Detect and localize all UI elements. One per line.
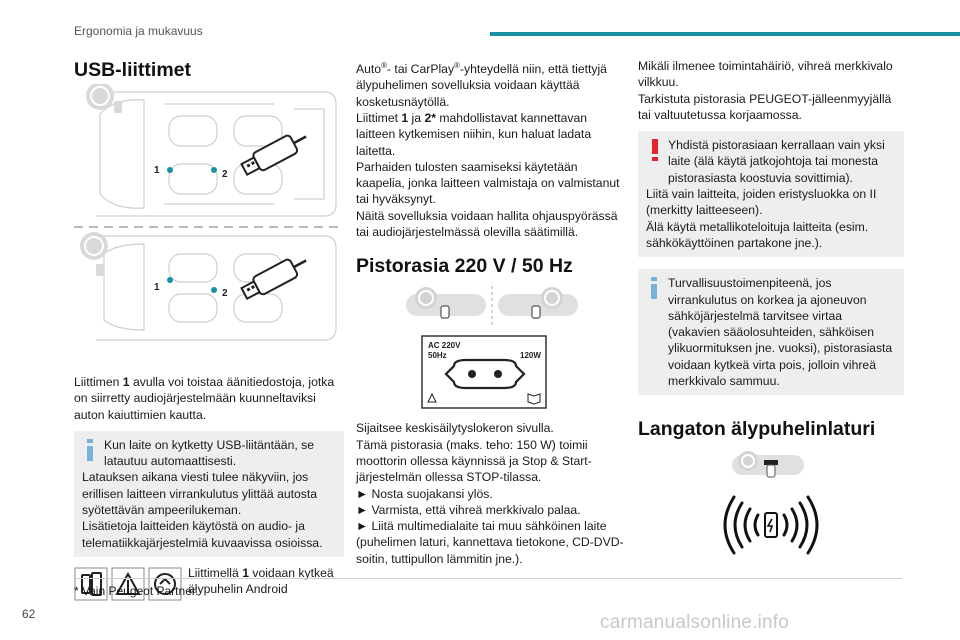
- wireless-charger-location: [732, 451, 804, 478]
- usb-location-diagram-1: 1 2: [86, 84, 337, 217]
- connector-text: Liittimellä 1 voidaan kytkeä älypuhelin …: [188, 565, 334, 597]
- info-icon: [87, 438, 93, 461]
- footnote-divider: [74, 578, 902, 579]
- section-title-socket: Pistorasia 220 V / 50 Hz: [356, 255, 573, 278]
- usb-plug-icon-2: [240, 258, 307, 301]
- info-icon: [651, 277, 657, 300]
- step-1: ► Nosta suojakansi ylös.: [356, 486, 493, 501]
- power-text: Tämä pistorasia (maks. teho: 150 W) toim…: [356, 437, 592, 485]
- diagram2-label-2: 2: [222, 288, 228, 299]
- step-3: ► Liitä multimedialaite tai muu sähköine…: [356, 519, 624, 566]
- column-wireless: Mikäli ilmenee toimintahäiriö, vihreä me…: [638, 58, 904, 563]
- socket-220v-image: AC 220V 50Hz 120W: [421, 335, 547, 410]
- page-number: 62: [22, 607, 36, 621]
- info-note-safety: Turvallisuustoimenpiteenä, jos virrankul…: [638, 269, 904, 396]
- usb-location-diagram-2: 1 2: [80, 232, 337, 341]
- warning-icon: [652, 139, 658, 162]
- diagram2-label-1: 1: [154, 282, 160, 293]
- footnote: * Vain Peugeot Partner.: [74, 584, 199, 598]
- warning-note: Yhdistä pistorasiaan kerrallaan vain yks…: [638, 131, 904, 258]
- carplay-icon: [148, 567, 182, 601]
- section-title-usb: USB-liittimet: [74, 59, 191, 81]
- android-auto-icon: [111, 567, 145, 601]
- step-2: ► Varmista, että vihreä merkkivalo palaa…: [356, 502, 581, 517]
- section-title-wireless: Langaton älypuhelinlaturi: [638, 418, 876, 441]
- smartphone-connect-icons: [74, 567, 182, 601]
- socket-location-diagram: [406, 286, 578, 329]
- malfunction-text: Mikäli ilmenee toimintahäiriö, vihreä me…: [638, 59, 893, 90]
- diagram1-label-2: 2: [222, 169, 228, 180]
- auto-paragraph: Auto®- tai CarPlay®-yhteydellä niin, ett…: [356, 61, 607, 109]
- running-header: Ergonomia ja mukavuus: [74, 24, 203, 38]
- location-text: Sijaitsee keskisäilytyslokeron sivulla.: [356, 421, 554, 436]
- svg-text:120W: 120W: [520, 351, 541, 360]
- usb-plug-icon: [240, 134, 307, 177]
- diagram-divider: [74, 226, 344, 228]
- usb-paragraph: Liittimen 1 avulla voi toistaa äänitiedo…: [74, 375, 335, 422]
- dealer-text: Tarkistuta pistorasia PEUGEOT-jälleenmyy…: [638, 91, 892, 122]
- svg-text:AC 220V: AC 220V: [428, 341, 461, 350]
- info-note-usb: Kun laite on kytketty USB-liitäntään, se…: [74, 430, 344, 557]
- column-socket: Auto®- tai CarPlay®-yhteydellä niin, ett…: [356, 58, 628, 567]
- column-usb: USB-liittimet 1 2: [74, 58, 344, 605]
- phone-mirror-icon: [74, 567, 108, 601]
- header-accent-bar: [490, 32, 960, 36]
- connector-row: Liittimellä 1 voidaan kytkeä älypuhelin …: [74, 565, 344, 605]
- svg-text:50Hz: 50Hz: [428, 351, 447, 360]
- cable-paragraph: Parhaiden tulosten saamiseksi käytetään …: [356, 159, 620, 207]
- apps-paragraph: Näitä sovelluksia voidaan hallita ohjaus…: [356, 208, 618, 240]
- watermark: carmanualsonline.info: [600, 612, 790, 633]
- connectors-paragraph: Liittimet 1 ja 2* mahdollistavat kannett…: [356, 110, 592, 158]
- diagram1-label-1: 1: [154, 165, 160, 176]
- wireless-charging-icon: [723, 495, 819, 555]
